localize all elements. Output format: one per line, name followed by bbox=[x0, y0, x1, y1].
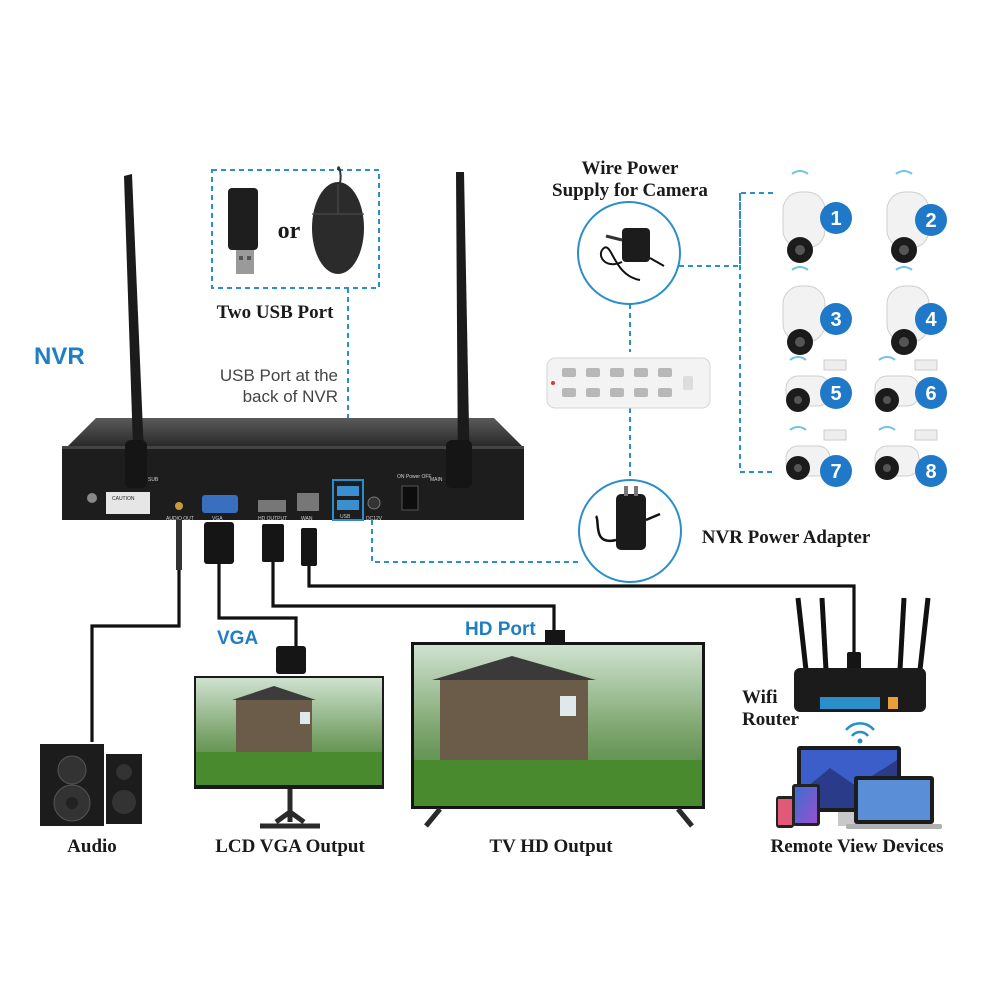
nvr-power-adapter-label: NVR Power Adapter bbox=[702, 527, 871, 548]
camera-power-supply bbox=[577, 201, 681, 305]
vga-label: VGA bbox=[217, 628, 258, 649]
usb-port-note-line1: USB Port at the bbox=[220, 366, 338, 385]
power-switch bbox=[401, 485, 419, 511]
camera-number: 1 bbox=[830, 208, 841, 230]
panel-audio-out-label: AUDIO OUT bbox=[166, 516, 194, 522]
tv-hd-output-label: TV HD Output bbox=[489, 836, 613, 857]
nvr-power-adapter bbox=[578, 479, 682, 583]
ground-screw-icon bbox=[87, 493, 97, 503]
camera-number: 2 bbox=[925, 210, 936, 232]
power-dashed-links bbox=[371, 192, 773, 563]
camera-5: 5 bbox=[785, 356, 852, 412]
wifi-label-line2: Router bbox=[742, 709, 800, 730]
remote-devices-icon bbox=[776, 746, 942, 829]
nvr-label: NVR bbox=[34, 343, 85, 370]
two-usb-port-label: Two USB Port bbox=[217, 302, 334, 323]
panel-main-label: MAIN bbox=[430, 477, 443, 483]
audio-cable bbox=[90, 520, 182, 742]
antenna-right-icon bbox=[446, 172, 472, 488]
panel-hd-output-label: HD OUTPUT bbox=[258, 516, 287, 522]
hd-port-label: HD Port bbox=[465, 619, 536, 640]
usb-dashed-box bbox=[211, 169, 380, 478]
camera-number: 4 bbox=[925, 309, 937, 331]
remote-view-devices-label: Remote View Devices bbox=[770, 836, 943, 857]
camera-grid: 1 2 3 4 5 bbox=[782, 170, 947, 487]
panel-wan-label: WAN bbox=[301, 516, 313, 522]
usb-flash-drive-icon bbox=[228, 188, 258, 274]
camera-6: 6 bbox=[874, 356, 947, 412]
usb-port-note-line2: back of NVR bbox=[243, 387, 338, 406]
camera-number: 3 bbox=[830, 309, 841, 331]
panel-power-label: ON Power OFF bbox=[397, 474, 431, 480]
camera-4: 4 bbox=[886, 266, 947, 355]
audio-out-jack bbox=[175, 502, 183, 510]
lcd-vga-output-label: LCD VGA Output bbox=[215, 836, 365, 857]
usb-port-2 bbox=[337, 500, 359, 510]
wan-port bbox=[297, 493, 319, 511]
camera-7: 7 bbox=[785, 426, 852, 487]
tv bbox=[411, 642, 705, 828]
camera-number: 6 bbox=[925, 383, 936, 405]
vga-port bbox=[202, 495, 238, 513]
hdmi-port bbox=[258, 500, 286, 512]
camera-1: 1 bbox=[782, 170, 852, 263]
wire-power-label-line2: Supply for Camera bbox=[552, 180, 708, 201]
camera-3: 3 bbox=[782, 266, 852, 355]
dc-power-jack bbox=[367, 496, 381, 510]
wire-power-label-line1: Wire Power bbox=[582, 158, 679, 179]
hdmi-cable bbox=[262, 524, 565, 644]
caution-sticker bbox=[106, 492, 150, 514]
vga-cable bbox=[204, 522, 306, 674]
camera-8: 8 bbox=[874, 426, 947, 487]
panel-usb-label: USB bbox=[340, 514, 351, 520]
power-strip bbox=[546, 357, 711, 409]
panel-dc12v-label: DC12V bbox=[366, 516, 383, 522]
speakers-icon bbox=[40, 744, 142, 826]
usb-ports-highlight bbox=[332, 479, 364, 521]
panel-sub-label: SUB bbox=[148, 477, 159, 483]
camera-number: 5 bbox=[830, 383, 841, 405]
lcd-monitor bbox=[194, 676, 384, 829]
antenna-left-icon bbox=[124, 174, 147, 488]
camera-2: 2 bbox=[886, 170, 947, 263]
panel-vga-label: VGA bbox=[212, 516, 223, 522]
camera-number: 8 bbox=[925, 461, 936, 483]
camera-number: 7 bbox=[830, 461, 841, 483]
audio-label: Audio bbox=[67, 836, 117, 857]
caution-text: CAUTION bbox=[112, 496, 135, 502]
wifi-signal-icon bbox=[845, 722, 875, 744]
wifi-router bbox=[794, 597, 931, 712]
usb-port-1 bbox=[337, 486, 359, 496]
wifi-label-line1: Wifi bbox=[742, 687, 778, 708]
mouse-icon bbox=[312, 166, 364, 274]
or-label: or bbox=[278, 218, 301, 244]
nvr-device: SUB MAIN CAUTION AUDIO OUT VGA HD OUTPUT… bbox=[62, 172, 524, 522]
